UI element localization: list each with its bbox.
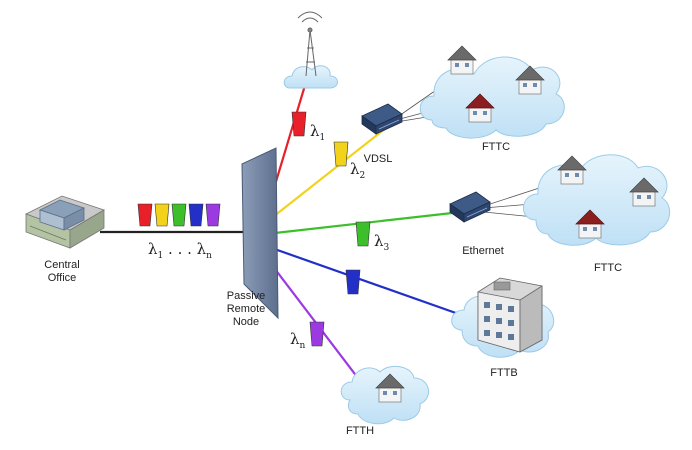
lambda-subscript: 2 bbox=[359, 171, 366, 181]
filter-yellow bbox=[333, 141, 349, 167]
filter-purple bbox=[309, 321, 325, 347]
vdsl-switch-icon bbox=[361, 103, 403, 135]
house-icon bbox=[557, 155, 587, 185]
lambda1-label: λ1 bbox=[310, 122, 325, 143]
cloud-fttc-mid bbox=[523, 154, 671, 246]
fttc-top-label: FTTC bbox=[481, 141, 511, 153]
central-office-icon bbox=[24, 195, 105, 249]
lambda-subscript: 1 bbox=[157, 251, 164, 261]
passive-node-line1: Passive bbox=[226, 290, 266, 302]
lambda2-label: λ2 bbox=[350, 160, 365, 181]
lambda-subscript: 1 bbox=[319, 133, 326, 143]
lambda-subscript: n bbox=[206, 251, 212, 261]
passive-node-line3: Node bbox=[232, 316, 260, 328]
central-office-label-line1: Central bbox=[44, 259, 80, 271]
filter-blue bbox=[345, 269, 361, 295]
fttc-mid-label: FTTC bbox=[593, 262, 623, 274]
trunk-wavelength-label: λ1 . . . λn bbox=[148, 240, 212, 261]
lambda-subscript: 3 bbox=[383, 243, 390, 253]
passive-node-line2: Remote bbox=[226, 303, 266, 315]
passive-node-label: Passive Remote Node bbox=[218, 290, 274, 329]
house-icon bbox=[447, 45, 477, 75]
central-office-label: Central Office bbox=[36, 259, 88, 285]
lambda-symbol: λ bbox=[350, 160, 360, 178]
ethernet-switch-icon bbox=[449, 191, 491, 223]
lambdan-label: λn bbox=[290, 330, 305, 351]
lambda3-label: λ3 bbox=[374, 232, 389, 253]
filter-red bbox=[291, 111, 307, 137]
lambda-symbol: λ bbox=[310, 122, 320, 140]
lambda-symbol: λ bbox=[196, 240, 207, 258]
building-icon bbox=[477, 277, 543, 353]
cloud-antenna bbox=[283, 65, 338, 89]
ftth-label: FTTH bbox=[345, 425, 375, 437]
central-office-label-line2: Office bbox=[47, 272, 77, 284]
ethernet-label: Ethernet bbox=[462, 245, 504, 257]
lambda-symbol: λ bbox=[374, 232, 384, 250]
passive-remote-node bbox=[241, 147, 279, 320]
lambda-dots: . . . bbox=[168, 240, 192, 258]
lambda-symbol: λ bbox=[290, 330, 300, 348]
fiber-blue bbox=[265, 244, 471, 320]
fiber-yellow bbox=[263, 127, 387, 225]
cloud-fttc-top bbox=[419, 56, 565, 139]
trunk-wavelength-filters bbox=[137, 203, 221, 227]
fttb-label: FTTB bbox=[490, 367, 518, 379]
lambda-subscript: n bbox=[299, 341, 306, 351]
antenna-tower-icon bbox=[297, 11, 323, 77]
fiber-purple bbox=[261, 251, 365, 387]
lambda-symbol: λ bbox=[148, 240, 158, 258]
filter-green bbox=[355, 221, 371, 247]
vdsl-label: VDSL bbox=[363, 153, 393, 165]
